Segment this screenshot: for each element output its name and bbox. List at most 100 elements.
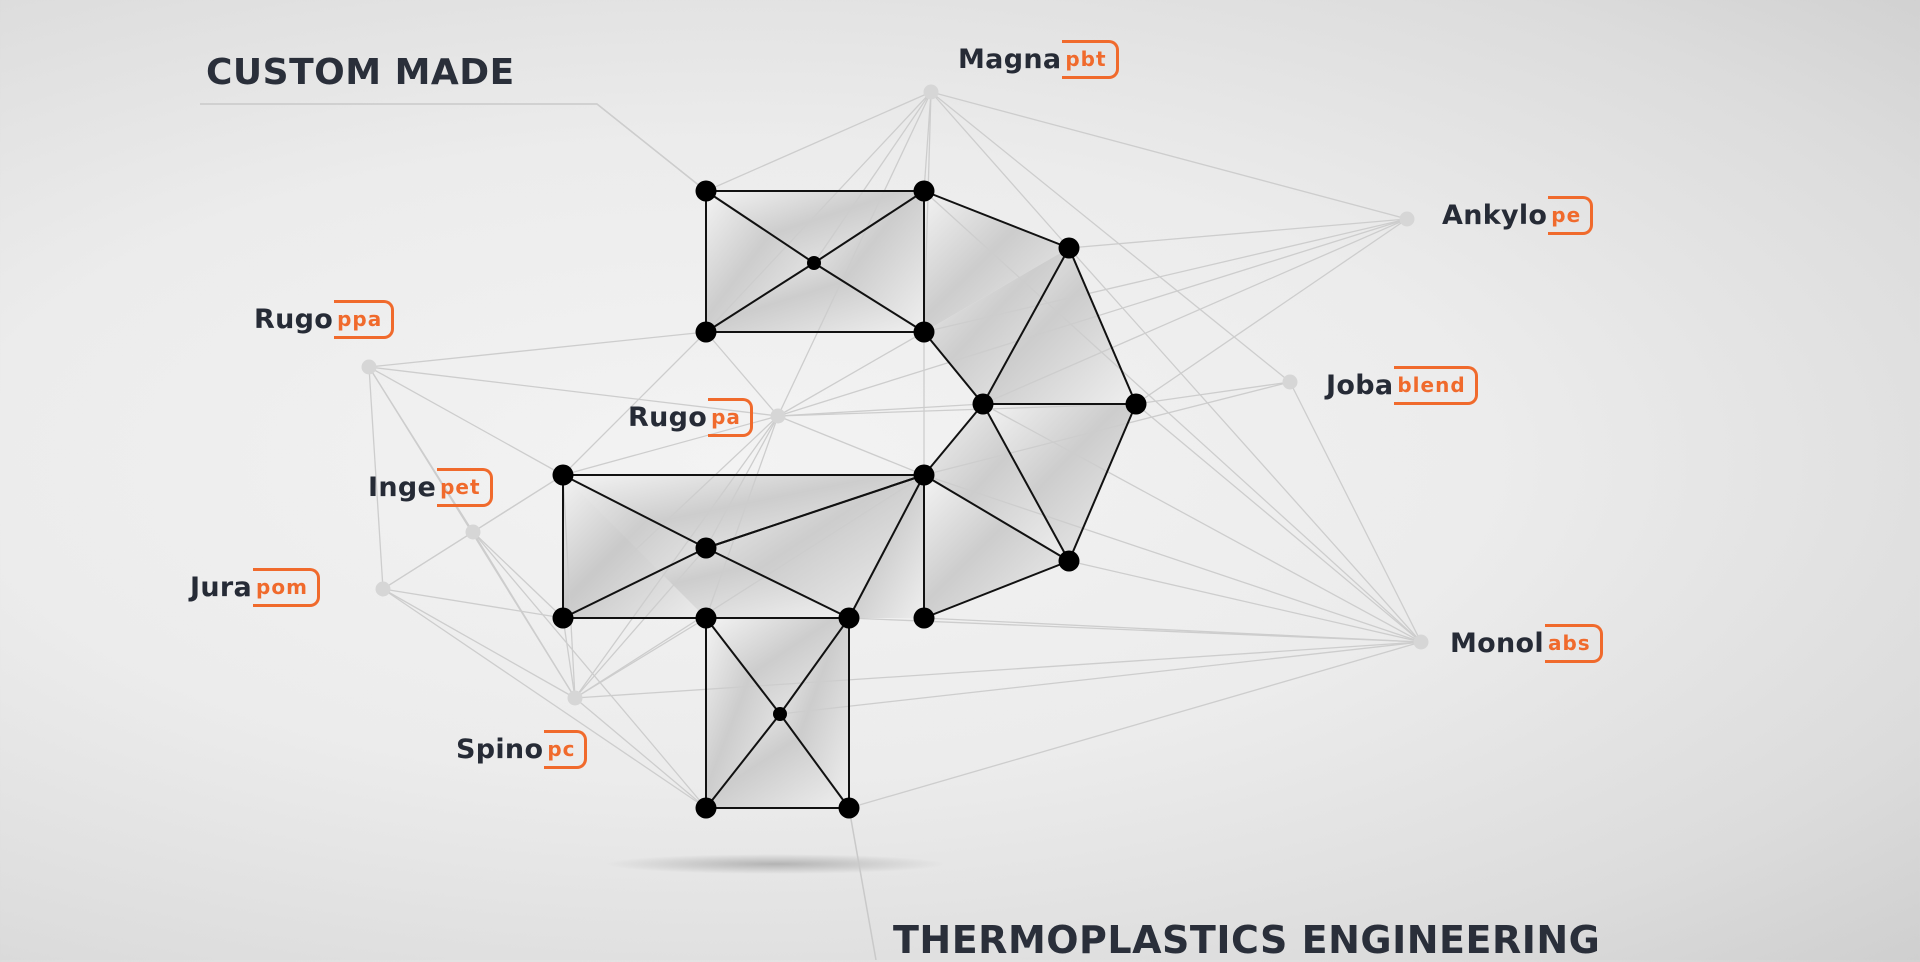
triangle-face (706, 191, 814, 332)
brand-suffix-badge: ppa (334, 300, 395, 339)
connector-line (1135, 381, 1291, 405)
connector-line (1068, 247, 1422, 643)
connector-line (705, 91, 932, 333)
frame-node (552, 464, 574, 486)
connector-line (472, 531, 576, 699)
connector-line (777, 331, 925, 417)
frame-node (1125, 393, 1147, 415)
frame-edge (705, 474, 925, 549)
frame-edge (923, 190, 1070, 249)
brand-suffix-badge: POM (253, 568, 320, 607)
connector-line (368, 366, 564, 476)
connector-line (1068, 560, 1422, 643)
connector-line (923, 474, 1422, 643)
brand-name: Inge (368, 472, 437, 503)
frame-node (1058, 237, 1080, 259)
triangle-face (924, 248, 1069, 404)
brand-jobablend: Joba blend (1326, 366, 1478, 405)
frame-edge (813, 262, 925, 333)
brand-ingepet: Inge PET (368, 468, 493, 507)
connector-line (1289, 381, 1422, 643)
ground-shadow (605, 854, 945, 874)
frame-edge (813, 190, 925, 264)
frame-node (695, 180, 717, 202)
triangle-face (706, 191, 924, 263)
brand-monolabs: Monol abs (1450, 624, 1603, 663)
brand-spinopc: Spino PC (456, 730, 588, 769)
frame-edge (848, 474, 925, 619)
brand-jurapom: Jura POM (190, 568, 320, 607)
frame-edge (779, 617, 850, 715)
thermoplastics-engineering-heading: THERMOPLASTICS ENGINEERING (893, 918, 1601, 962)
connector-line (923, 617, 1422, 643)
frame-edge (705, 190, 815, 264)
connector-line (930, 91, 1070, 249)
connector-line (368, 366, 384, 590)
connector-line (562, 331, 707, 476)
frame-node (913, 607, 935, 629)
brand-suffix-badge: pa (708, 398, 753, 437)
brand-rugopa: Rugo pa (628, 398, 753, 437)
connector-line (382, 588, 564, 619)
brand-name: Ankylo (1442, 200, 1548, 231)
connector-line (382, 588, 576, 699)
brand-name: Joba (1326, 370, 1394, 401)
connector-line (368, 331, 707, 368)
thermoplastics-leader-line (848, 807, 877, 960)
connector-line (596, 103, 707, 192)
frame-edge (923, 403, 984, 476)
frame-node (695, 321, 717, 343)
connector-line (1068, 218, 1408, 249)
triangle-face (983, 404, 1136, 561)
frame-node (807, 256, 821, 270)
hub-node-rugoppa (361, 359, 377, 375)
triangle-face (706, 263, 924, 332)
hub-node-ankylo (1399, 211, 1415, 227)
brand-magnapbt: Magna PBT (958, 40, 1119, 79)
brand-suffix-badge: abs (1544, 624, 1603, 663)
custom-made-leader-line (200, 103, 707, 192)
frame-node (773, 707, 787, 721)
connector-line (930, 91, 1291, 383)
frame-edge (705, 262, 815, 333)
triangle-face (706, 714, 849, 808)
frame-node (913, 321, 935, 343)
connector-line (923, 91, 932, 333)
frame-node (838, 607, 860, 629)
frame-node (913, 180, 935, 202)
triangle-face (706, 618, 780, 808)
triangle-face (924, 475, 1069, 618)
connector-line (779, 641, 1422, 715)
connector-line (382, 588, 707, 809)
frame-node (695, 537, 717, 559)
triangle-face (924, 404, 1069, 561)
connector-line (562, 415, 779, 476)
connector-line (472, 531, 707, 809)
brand-ankylope: Ankylo pe (1442, 196, 1594, 235)
connector-line (848, 641, 1422, 809)
connector-line (1135, 403, 1422, 643)
connector-line (574, 415, 779, 699)
hub-node-ingepet (465, 524, 481, 540)
frame-edge (705, 547, 850, 619)
brand-name: Jura (190, 572, 253, 603)
triangle-face (983, 248, 1136, 404)
connector-line (705, 91, 932, 192)
hub-node-magna (923, 84, 939, 100)
frame-node (972, 393, 994, 415)
frame-node (695, 797, 717, 819)
connector-line (777, 415, 925, 476)
connector-line (777, 91, 932, 417)
brand-suffix-badge: PC (544, 730, 588, 769)
frame-edge (1068, 403, 1137, 562)
custom-made-heading: CUSTOM MADE (206, 52, 515, 93)
connector-line (923, 190, 1422, 643)
frame-edge (562, 547, 707, 619)
brand-name: Rugo (628, 402, 708, 433)
brand-suffix-badge: blend (1394, 366, 1478, 405)
brand-name: Monol (1450, 628, 1544, 659)
connector-line (574, 547, 707, 699)
connector-line (923, 91, 932, 192)
connector-line (574, 697, 707, 809)
